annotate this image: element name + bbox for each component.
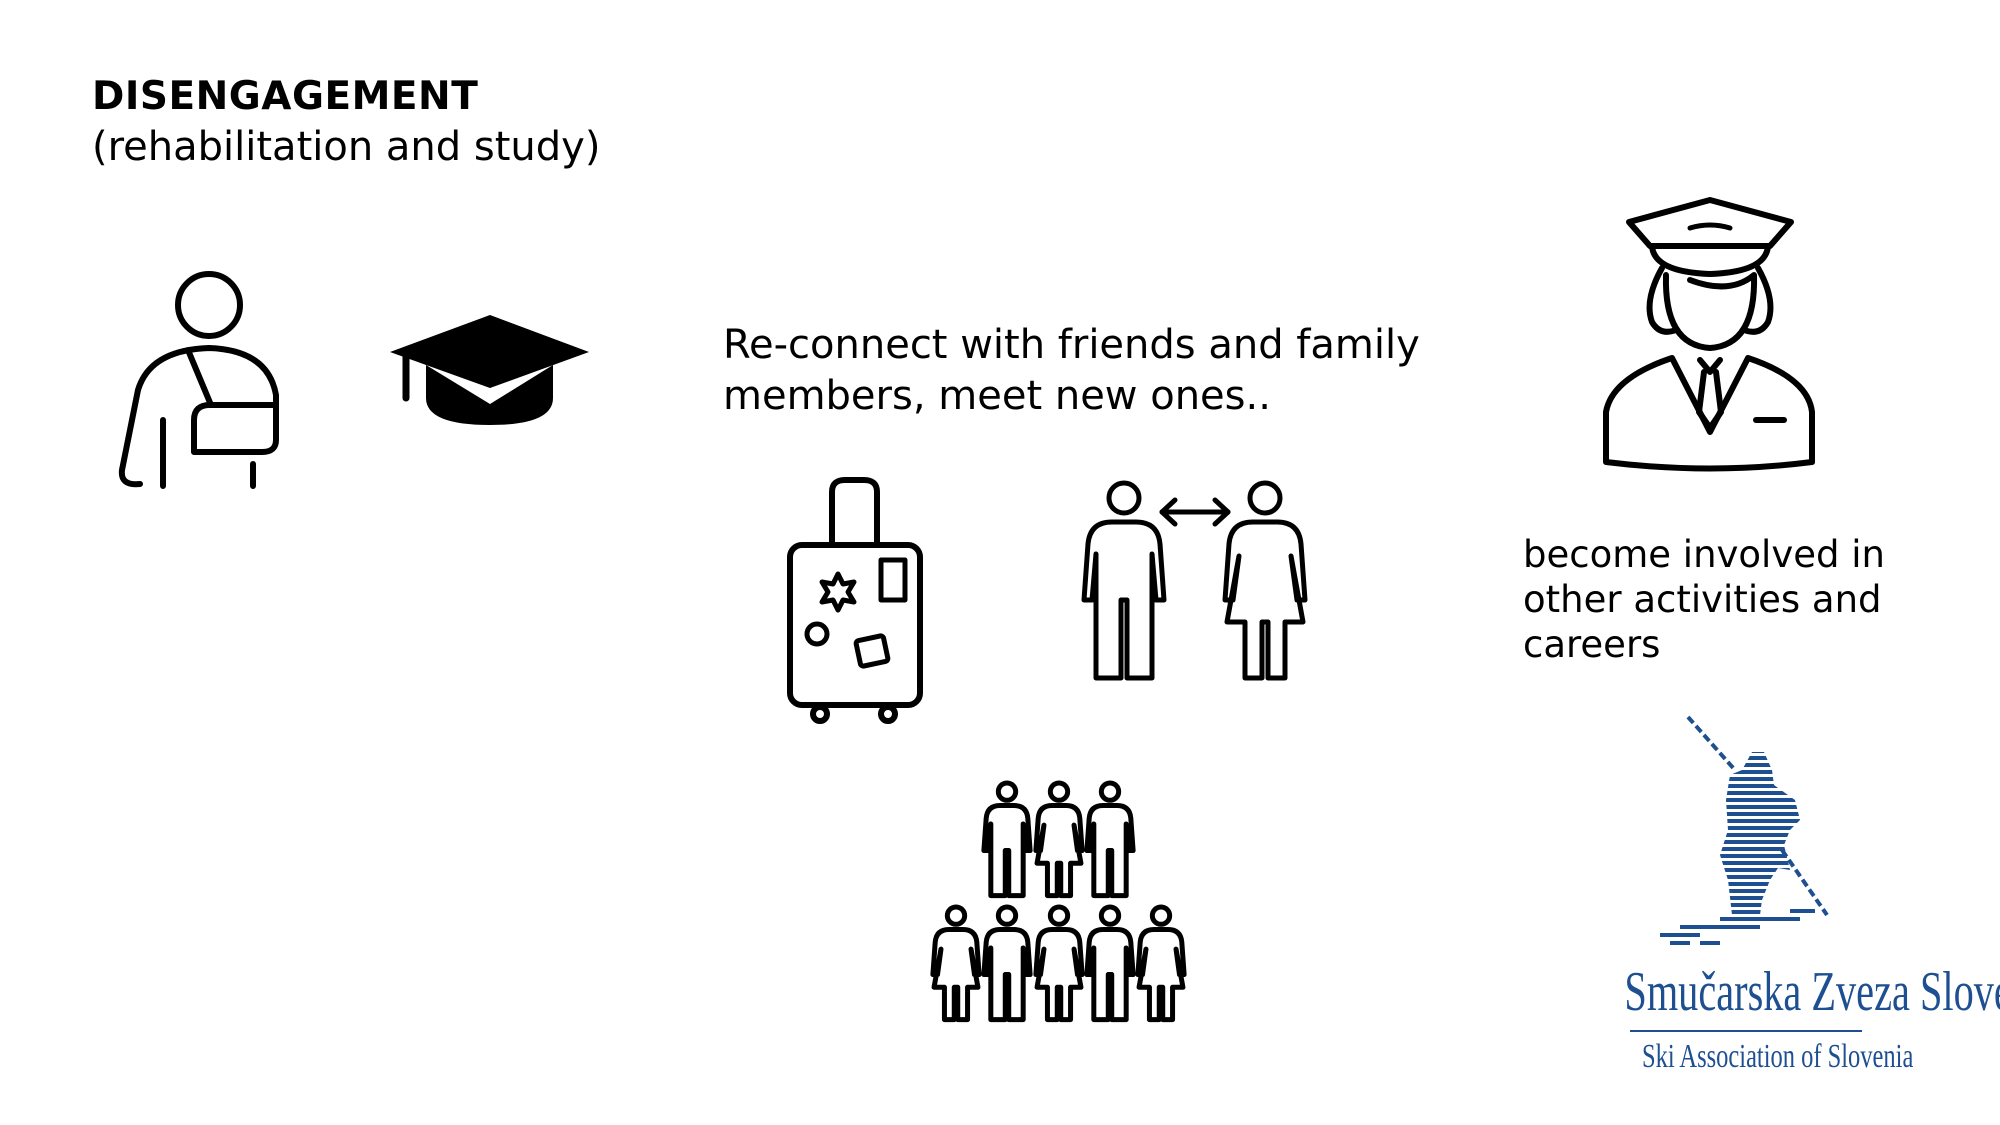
double-arrow-icon: [1159, 497, 1231, 527]
careers-line: become involved in: [1523, 533, 1885, 576]
suitcase-icon: [787, 477, 923, 724]
slide-title: DISENGAGEMENT: [92, 74, 479, 119]
skier-logo-icon: [1660, 715, 1829, 945]
person-icon: [982, 905, 1032, 1022]
careers-text: become involved in other activities and …: [1523, 532, 1943, 667]
person-icon: [1136, 905, 1186, 1022]
injured-person-icon: [118, 271, 279, 489]
logo-name: Smučarska Zveza Slovenije: [1624, 961, 2000, 1023]
man-icon: [1084, 483, 1164, 678]
graduation-cap-icon: [390, 315, 589, 425]
reconnect-line: Re-connect with friends and family: [723, 322, 1420, 368]
careers-line: other activities and: [1523, 578, 1882, 621]
person-icon: [982, 781, 1032, 898]
slide-subtitle: (rehabilitation and study): [92, 124, 601, 170]
person-icon: [1034, 905, 1084, 1022]
pilot-icon: [1603, 197, 1815, 472]
man-woman-connect-icon: [1084, 483, 1305, 678]
woman-icon: [1225, 483, 1305, 678]
logo-divider: [1630, 1030, 1862, 1032]
person-icon: [1085, 781, 1135, 898]
careers-line: careers: [1523, 623, 1661, 666]
crowd-icon: [931, 781, 1186, 1022]
reconnect-line: members, meet new ones..: [723, 373, 1271, 419]
person-icon: [1085, 905, 1135, 1022]
logo-subtitle: Ski Association of Slovenia: [1642, 1038, 1914, 1075]
person-icon: [1034, 781, 1084, 898]
person-icon: [931, 905, 981, 1022]
reconnect-text: Re-connect with friends and family membe…: [723, 320, 1523, 422]
